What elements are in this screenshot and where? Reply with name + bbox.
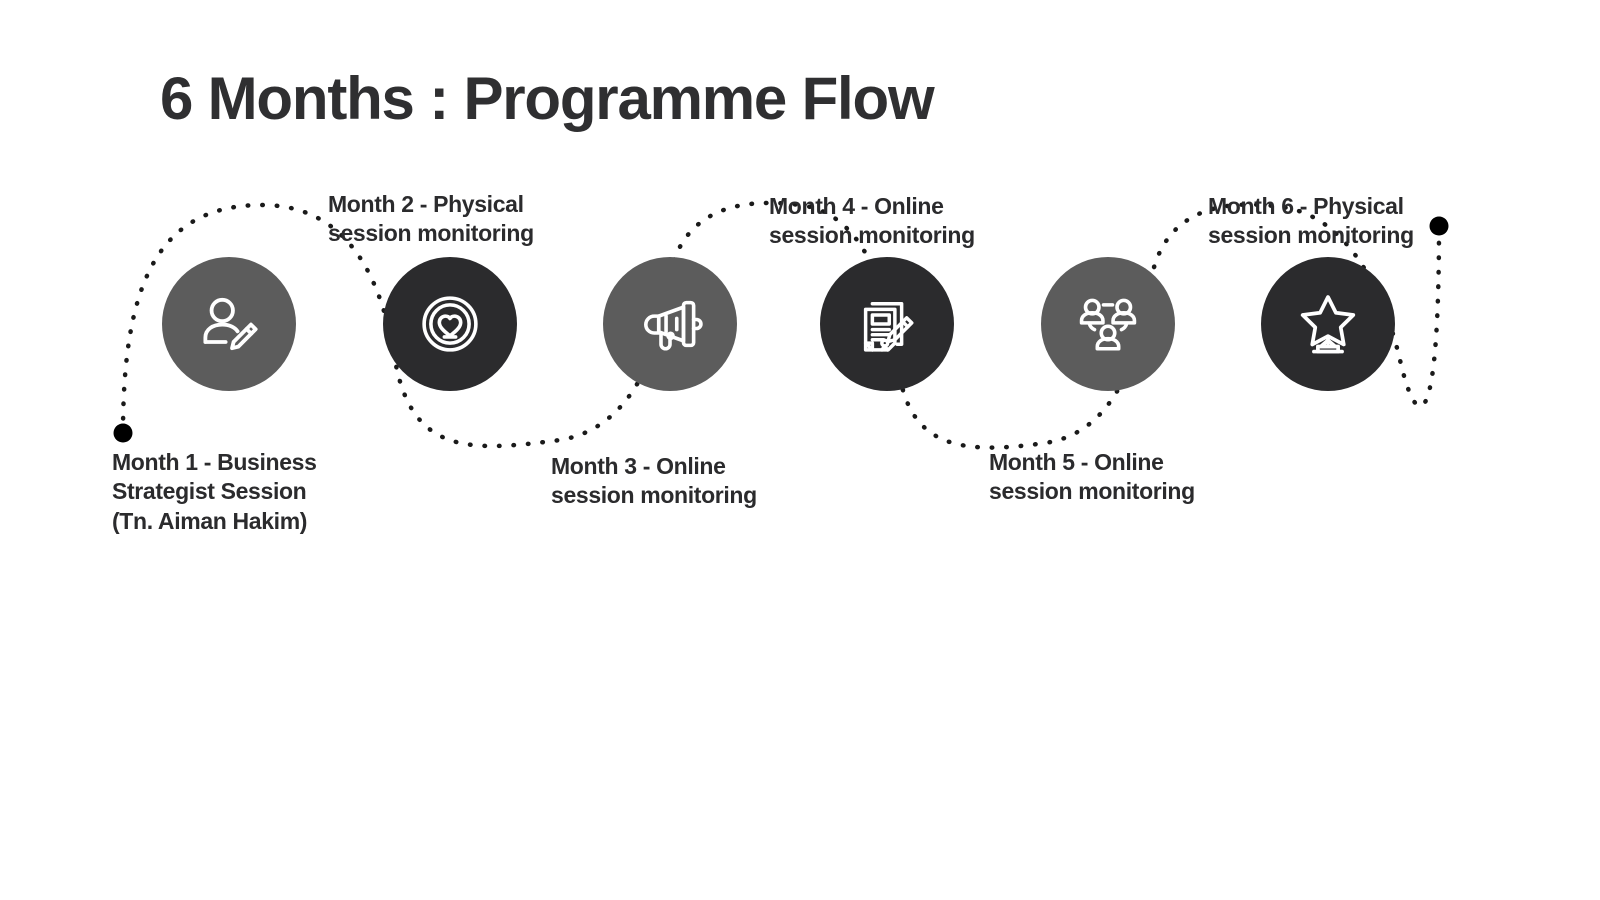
step-6-label: Month 6 - Physical session monitoring — [1208, 193, 1414, 249]
step-1-circle[interactable] — [162, 257, 296, 391]
megaphone-icon — [644, 300, 703, 351]
step-5-label: Month 5 - Online session monitoring — [989, 449, 1195, 505]
heart-target-icon — [422, 296, 478, 352]
team-network-icon — [1079, 298, 1137, 351]
step-1-label: Month 1 - Business Strategist Session (T… — [112, 449, 317, 534]
step-2-circle[interactable] — [383, 257, 517, 391]
step-6-circle[interactable] — [1261, 257, 1395, 391]
user-edit-icon — [203, 297, 258, 351]
step-3-label: Month 3 - Online session monitoring — [551, 453, 757, 509]
step-5-circle[interactable] — [1041, 257, 1175, 391]
step-3-circle[interactable] — [603, 257, 737, 391]
step-4-label: Month 4 - Online session monitoring — [769, 193, 975, 249]
star-trophy-icon — [1300, 295, 1356, 354]
step-2-label: Month 2 - Physical session monitoring — [328, 191, 534, 247]
step-4-circle[interactable] — [820, 257, 954, 391]
contract-pencil-icon — [863, 302, 914, 352]
page-title: 6 Months : Programme Flow — [160, 65, 935, 132]
path-start-dot — [113, 423, 133, 443]
